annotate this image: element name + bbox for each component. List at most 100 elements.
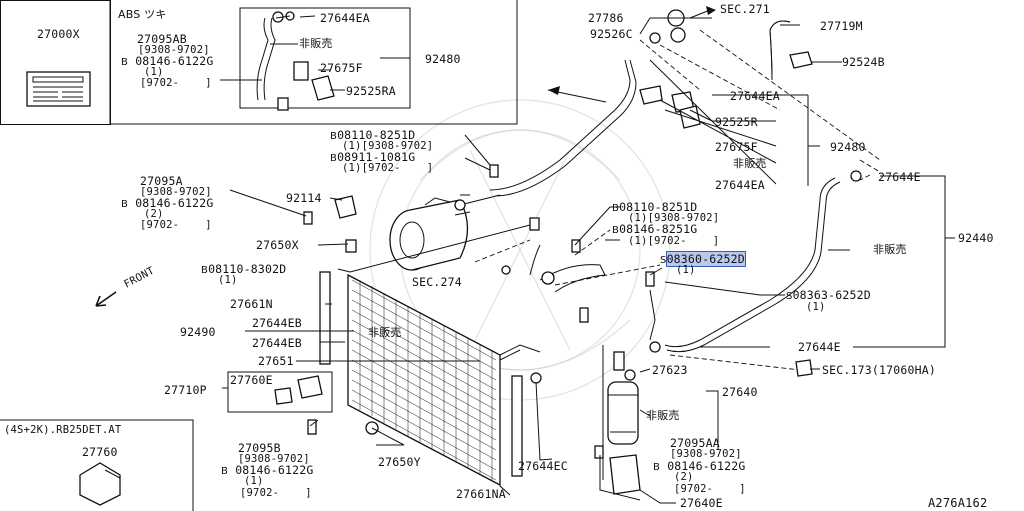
diagram-code: A276A162 — [928, 496, 988, 510]
bolt-number: 08146-6122G — [667, 459, 746, 473]
date-range: [9702- ] — [140, 77, 212, 89]
bolt-ref[interactable]: B08146-8251G — [612, 223, 697, 237]
quantity: (1) — [676, 264, 696, 276]
date-range: [9308-9702] — [138, 44, 210, 56]
part-92114[interactable]: 92114 — [286, 191, 322, 205]
part-27650x[interactable]: 27650X — [256, 238, 299, 252]
part-27650y[interactable]: 27650Y — [378, 455, 421, 469]
bolt-number: 08110-8302D — [208, 262, 287, 276]
bolt-number: 08146-8251G — [619, 222, 698, 236]
not-for-sale-note: 非販売 — [873, 243, 907, 256]
bolt-symbol-icon: B — [121, 199, 129, 210]
bolt-symbol-icon: B — [121, 57, 129, 68]
part-92525r[interactable]: 92525R — [715, 115, 758, 129]
bolt-ref[interactable]: B08110-8251D — [612, 201, 697, 215]
part-27644ea-abs[interactable]: 27644EA — [320, 11, 370, 25]
part-27644eb[interactable]: 27644EB — [252, 316, 302, 330]
bolt-ref[interactable]: B 08146-6122G — [653, 460, 746, 474]
date-range: [9308-9702] — [670, 448, 742, 460]
bolt-symbol-icon: B — [201, 265, 209, 276]
date-range: [9702- ] — [240, 487, 312, 499]
date-range: [9702- ] — [674, 483, 746, 495]
part-27644ea[interactable]: 27644EA — [730, 89, 780, 103]
screw-ref-highlighted[interactable]: S08360-6252D — [660, 251, 746, 267]
part-27095ab[interactable]: 27095AB — [137, 32, 187, 46]
bolt-qty-date: (1)[9702- ] — [628, 235, 720, 247]
variant-title: (4S+2K).RB25DET.AT — [4, 424, 122, 436]
bolt-ref[interactable]: B 08146-6122G — [221, 464, 314, 478]
part-27760e[interactable]: 27760E — [230, 373, 273, 387]
date-range: [9308-9702] — [140, 186, 212, 198]
quantity: (1) — [218, 274, 238, 286]
part-27640[interactable]: 27640 — [722, 385, 758, 399]
part-27644ea-lower[interactable]: 27644EA — [715, 178, 765, 192]
section-173[interactable]: SEC.173(17060HA) — [822, 363, 936, 377]
condenser — [319, 271, 542, 487]
bolt-number: 08911-1081G — [337, 150, 416, 164]
pipe-right — [649, 159, 881, 377]
screw-symbol-icon: S — [786, 291, 793, 302]
screw-symbol-icon: S — [660, 255, 667, 266]
part-27000x[interactable]: 27000X — [37, 27, 80, 41]
section-274[interactable]: SEC.274 — [412, 275, 462, 289]
part-92480-abs[interactable]: 92480 — [425, 52, 461, 66]
compressor — [389, 197, 471, 271]
part-27675f-abs[interactable]: 27675F — [320, 61, 363, 75]
bolt-symbol-icon: B — [612, 203, 620, 214]
bolts — [303, 164, 656, 341]
bolt-ref[interactable]: B08110-8251D — [330, 129, 415, 143]
date-range: [9702- ] — [140, 219, 212, 231]
bolt-ref[interactable]: B08911-1081G — [330, 151, 415, 165]
front-arrow-icon — [95, 291, 117, 307]
screw-ref[interactable]: S08363-6252D — [786, 289, 871, 303]
part-92524b[interactable]: 92524B — [842, 55, 885, 69]
receiver-drier — [594, 345, 641, 501]
part-27095a[interactable]: 27095A — [140, 174, 183, 188]
date-range: [9308-9702] — [238, 453, 310, 465]
sensor-27760 — [79, 462, 121, 506]
part-27095b[interactable]: 27095B — [238, 441, 281, 455]
part-27710p[interactable]: 27710P — [164, 383, 207, 397]
part-27623[interactable]: 27623 — [652, 363, 688, 377]
not-for-sale-note: 非販売 — [733, 157, 767, 170]
not-for-sale-note: 非販売 — [368, 326, 402, 339]
bolt-qty-date: (1)[9308-9702] — [342, 140, 434, 152]
part-27661na[interactable]: 27661NA — [456, 487, 506, 501]
part-27644e[interactable]: 27644E — [878, 170, 921, 184]
part-27719m[interactable]: 27719M — [820, 19, 863, 33]
screw-number: 08363-6252D — [792, 288, 871, 302]
quantity: (1) — [244, 475, 264, 487]
bolt-qty-date: (1)[9702- ] — [342, 162, 434, 174]
part-27095aa[interactable]: 27095AA — [670, 436, 720, 450]
part-92490[interactable]: 92490 — [180, 325, 216, 339]
part-27651[interactable]: 27651 — [258, 354, 294, 368]
part-27786[interactable]: 27786 — [588, 11, 624, 25]
bolt-number: 08146-6122G — [135, 196, 214, 210]
part-27644eb-lower[interactable]: 27644EB — [252, 336, 302, 350]
part-27760[interactable]: 27760 — [82, 445, 118, 459]
quantity: (1) — [806, 301, 826, 313]
bolt-ref[interactable]: B 08146-6122G — [121, 55, 214, 69]
bolt-number: 08146-6122G — [135, 54, 214, 68]
part-27640e[interactable]: 27640E — [680, 496, 723, 510]
bracket-box — [227, 371, 333, 435]
hose-middle — [474, 229, 661, 293]
part-92440[interactable]: 92440 — [958, 231, 994, 245]
part-27644e-lower[interactable]: 27644E — [798, 340, 841, 354]
part-27661n[interactable]: 27661N — [230, 297, 273, 311]
part-27675f[interactable]: 27675F — [715, 140, 758, 154]
not-for-sale-note: 非販売 — [299, 37, 333, 50]
abs-box-parts — [256, 11, 410, 111]
bolt-number: 08110-8251D — [337, 128, 416, 142]
part-92480[interactable]: 92480 — [830, 140, 866, 154]
bolt-ref[interactable]: B 08146-6122G — [121, 197, 214, 211]
highlighted-part-number[interactable]: 08360-6252D — [665, 251, 746, 267]
part-92525ra[interactable]: 92525RA — [346, 84, 396, 98]
bolt-ref[interactable]: B08110-8302D — [201, 263, 286, 277]
section-271[interactable]: SEC.271 — [720, 2, 770, 16]
part-92526c[interactable]: 92526C — [590, 27, 633, 41]
part-27644ec[interactable]: 27644EC — [518, 459, 568, 473]
bolt-qty-date: (1)[9308-9702] — [628, 212, 720, 224]
